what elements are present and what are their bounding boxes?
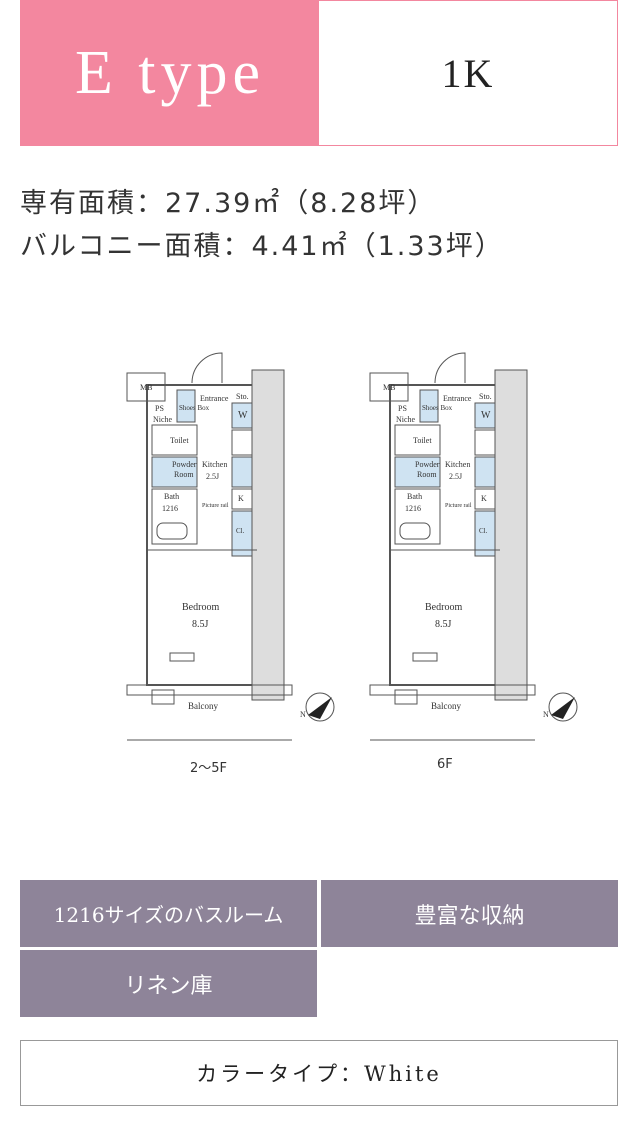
floor-plan-2-5f: MB Entrance Sto. PS Niche Shoes Box W To… (126, 352, 335, 741)
cl-label: Cl. (236, 527, 245, 535)
balcony-label: Balcony (431, 701, 461, 711)
niche-label: Niche (153, 415, 173, 424)
type-label: E type (21, 1, 319, 145)
picture-rail-label: Picture rail (202, 503, 229, 509)
niche-label: Niche (396, 415, 416, 424)
feature-bathroom: 1216サイズのバスルーム (20, 880, 317, 947)
w-label: W (238, 410, 248, 421)
kitchen-size: 2.5J (449, 472, 462, 481)
sto-label: Sto. (236, 392, 249, 401)
w-label: W (481, 410, 491, 421)
north-arrow-icon (305, 692, 335, 722)
bedroom-size: 8.5J (435, 619, 452, 630)
bedroom-label: Bedroom (425, 602, 462, 613)
toilet-label: Toilet (413, 436, 432, 445)
layout-label: 1K (441, 50, 495, 96)
k-label: K (238, 494, 244, 503)
bath-label: Bath (407, 492, 422, 501)
color-type: カラータイプ：White (20, 1040, 618, 1106)
balcony-label: Balcony (188, 701, 218, 711)
k-label: K (481, 494, 487, 503)
mb-label: MB (383, 383, 395, 392)
north-label: N (300, 710, 306, 719)
bath-size: 1216 (162, 504, 178, 513)
ps-label: PS (155, 404, 164, 413)
north-arrow-icon (548, 692, 578, 722)
type-header: E type 1K (20, 0, 618, 146)
entrance-label: Entrance (200, 394, 229, 403)
feature-linen: リネン庫 (20, 950, 317, 1017)
floor-plan-6f: MB Entrance Sto. PS Niche Shoes Box W To… (369, 352, 578, 741)
powder-room-label: Room (174, 470, 194, 479)
powder-room-label: Room (417, 470, 437, 479)
bedroom-size: 8.5J (192, 619, 209, 630)
bath-label: Bath (164, 492, 179, 501)
floor-label-6f: 6F (437, 757, 453, 772)
north-label: N (543, 710, 549, 719)
shoes-label: Shoes Box (422, 404, 453, 412)
toilet-label: Toilet (170, 436, 189, 445)
entrance-label: Entrance (443, 394, 472, 403)
mb-label: MB (140, 383, 152, 392)
kitchen-label: Kitchen (445, 460, 470, 469)
picture-rail-label: Picture rail (445, 503, 472, 509)
powder-label: Powder (415, 460, 440, 469)
shoes-label: Shoes Box (179, 404, 210, 412)
bath-size: 1216 (405, 504, 421, 513)
ps-label: PS (398, 404, 407, 413)
powder-label: Powder (172, 460, 197, 469)
kitchen-label: Kitchen (202, 460, 227, 469)
cl-label: Cl. (479, 527, 488, 535)
bedroom-label: Bedroom (182, 602, 219, 613)
sto-label: Sto. (479, 392, 492, 401)
feature-storage: 豊富な収納 (321, 880, 618, 947)
exclusive-area: 専有面積：27.39㎡（8.28坪） (20, 188, 437, 219)
balcony-area: バルコニー面積：4.41㎡（1.33坪） (20, 231, 504, 262)
kitchen-size: 2.5J (206, 472, 219, 481)
floor-label-2-5f: 2～5F (190, 761, 228, 776)
